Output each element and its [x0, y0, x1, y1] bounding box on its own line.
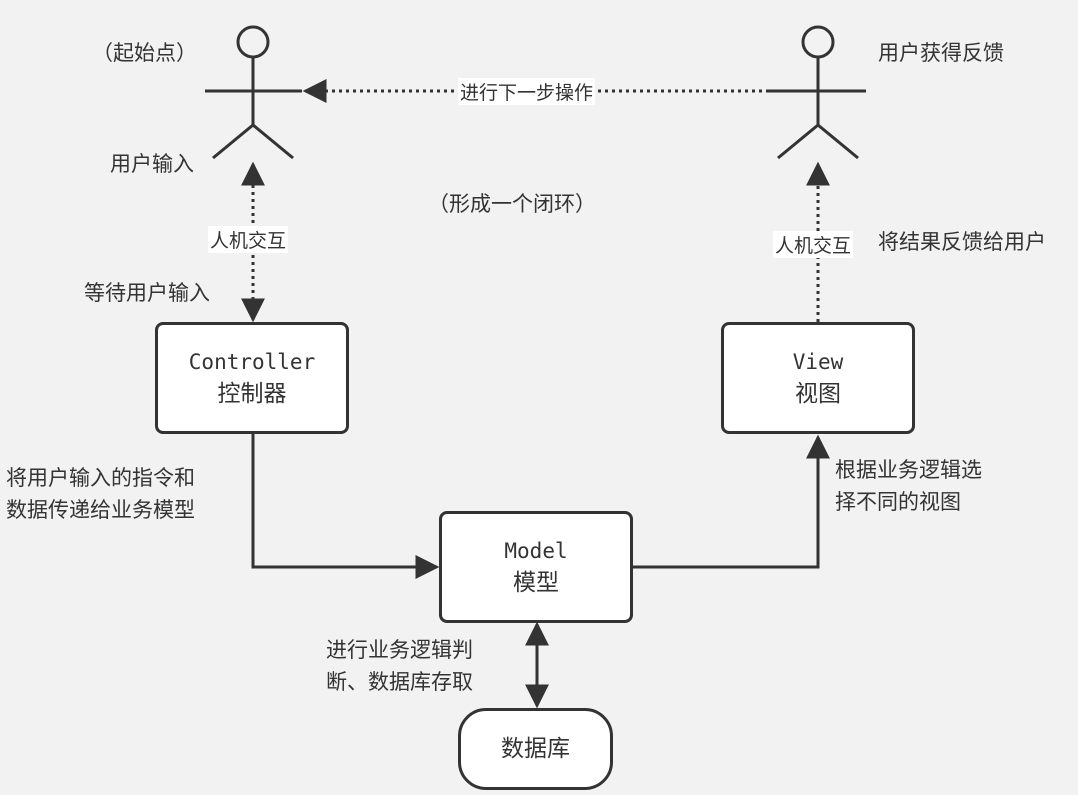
model-node: Model 模型: [439, 511, 633, 623]
view-en-label: View: [792, 350, 844, 374]
right-interaction-label: 人机交互: [773, 231, 854, 258]
model-to-view-connector: [633, 434, 830, 569]
wait-input-note: 等待用户输入: [84, 281, 210, 305]
controller-en-label: Controller: [188, 350, 316, 374]
controller-zh-label: 控制器: [217, 381, 287, 407]
model-en-label: Model: [504, 539, 568, 563]
model-to-view-note: 根据业务逻辑选 择不同的视图: [835, 454, 982, 518]
loop-note: （形成一个闭环）: [428, 192, 596, 216]
database-node: 数据库: [458, 708, 613, 790]
left-actor-icon: [205, 25, 302, 160]
left-interaction-label: 人机交互: [208, 226, 289, 253]
database-label: 数据库: [501, 736, 570, 762]
view-zh-label: 视图: [795, 381, 841, 407]
model-db-line-2: 断、数据库存取: [326, 670, 473, 694]
right-actor-name: 用户获得反馈: [878, 41, 1004, 65]
left-actor-note: （起始点）: [92, 41, 197, 65]
view-node: View 视图: [721, 322, 915, 434]
model-to-view-line-1: 根据业务逻辑选: [835, 458, 982, 482]
controller-to-model-note: 将用户输入的指令和 数据传递给业务模型: [6, 462, 195, 526]
model-db-note: 进行业务逻辑判 断、数据库存取: [326, 634, 473, 698]
model-db-line-1: 进行业务逻辑判: [326, 638, 473, 662]
feedback-loop-label: 进行下一步操作: [458, 78, 596, 105]
controller-node: Controller 控制器: [155, 322, 349, 434]
controller-to-model-line-1: 将用户输入的指令和: [6, 466, 195, 490]
model-to-view-line-2: 择不同的视图: [835, 490, 961, 514]
left-actor-name: 用户输入: [110, 152, 194, 176]
controller-to-model-connector: [251, 433, 440, 579]
right-actor-icon: [769, 25, 866, 160]
send-feedback-note: 将结果反馈给用户: [878, 230, 1046, 254]
model-zh-label: 模型: [513, 570, 559, 596]
controller-to-model-line-2: 数据传递给业务模型: [6, 498, 195, 522]
